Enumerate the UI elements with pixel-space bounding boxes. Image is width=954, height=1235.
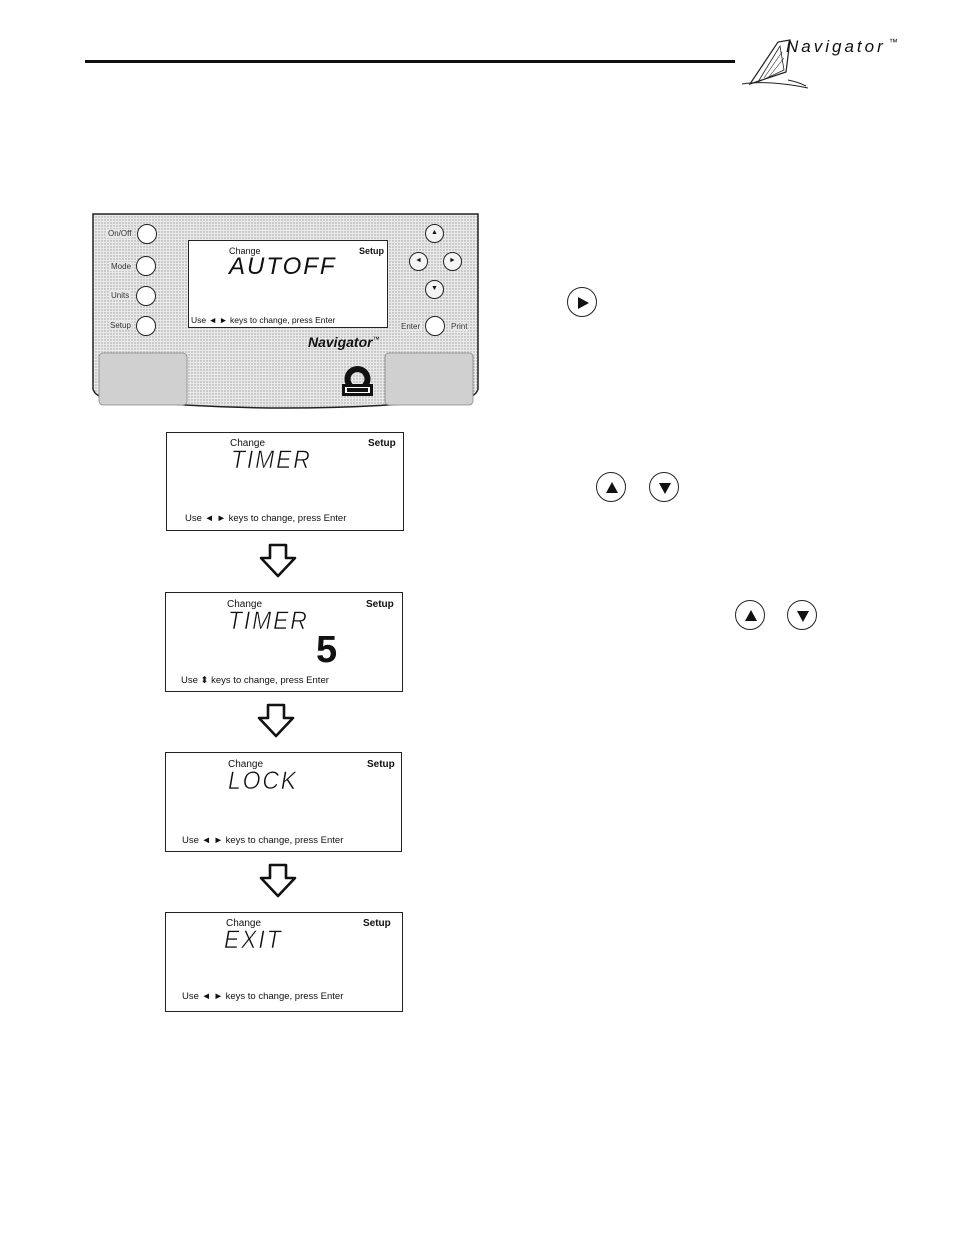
menu-value: EXIT [224, 926, 283, 955]
down-key-icon [787, 600, 817, 630]
display-lock: Change Setup LOCK Use ◄ ► keys to change… [165, 752, 402, 852]
display-footer: Use ◄ ► keys to change, press Enter [182, 991, 344, 1002]
setup-label: Setup [363, 918, 391, 929]
display-timer: Change Setup TIMER Use ◄ ► keys to chang… [166, 432, 404, 531]
up-key-icon [735, 600, 765, 630]
display-footer: Use ◄ ► keys to change, press Enter [185, 513, 347, 524]
setup-label: Setup [359, 246, 385, 256]
enter-key-label: Enter [400, 322, 422, 331]
print-key-label: Print [450, 322, 469, 331]
panel-brand: Navigator™ [308, 334, 380, 350]
setup-button[interactable] [136, 316, 156, 336]
enter-print-button[interactable] [425, 316, 445, 336]
setup-label: Setup [367, 759, 395, 770]
setup-label: Setup [368, 438, 396, 449]
down-arrow-icon [259, 543, 297, 578]
menu-value: TIMER [228, 607, 309, 636]
navigator-logo-icon [741, 39, 809, 89]
mode-key-label: Mode [110, 262, 133, 271]
panel-display: Change Setup AUTOFF Use ◄ ► keys to chan… [188, 240, 388, 328]
down-arrow-icon [259, 863, 297, 898]
right-key-icon [567, 287, 597, 317]
header-rule [85, 60, 735, 63]
change-label: Change [229, 246, 261, 256]
menu-value: TIMER [231, 446, 312, 475]
change-label: Change [230, 438, 266, 449]
left-key-button[interactable]: ◄ [409, 252, 428, 271]
units-key-label: Units [110, 291, 131, 300]
display-exit: Change Setup EXIT Use ◄ ► keys to change… [165, 912, 403, 1012]
down-key-button[interactable]: ▼ [425, 280, 444, 299]
units-button[interactable] [136, 286, 156, 306]
ohaus-logo-icon [342, 366, 373, 396]
display-footer: Use ◄ ► keys to change, press Enter [191, 315, 336, 325]
up-key-icon [596, 472, 626, 502]
menu-value: AUTOFF [229, 253, 337, 280]
timer-value: 5 [316, 629, 338, 671]
display-timer-value: Change Setup TIMER 5 Use ⬍ keys to chang… [165, 592, 403, 692]
change-label: Change [227, 599, 263, 610]
change-label: Change [228, 759, 264, 770]
down-key-icon [649, 472, 679, 502]
right-key-button[interactable]: ► [443, 252, 462, 271]
menu-value: LOCK [228, 767, 299, 796]
up-key-button[interactable]: ▲ [425, 224, 444, 243]
down-arrow-icon [257, 703, 295, 738]
display-footer: Use ◄ ► keys to change, press Enter [182, 835, 344, 846]
onoff-button[interactable] [137, 224, 157, 244]
onoff-key-label: On/Off [107, 229, 133, 238]
display-footer: Use ⬍ keys to change, press Enter [181, 675, 329, 686]
change-label: Change [226, 918, 262, 929]
setup-label: Setup [366, 599, 394, 610]
mode-button[interactable] [136, 256, 156, 276]
setup-key-label: Setup [109, 321, 132, 330]
